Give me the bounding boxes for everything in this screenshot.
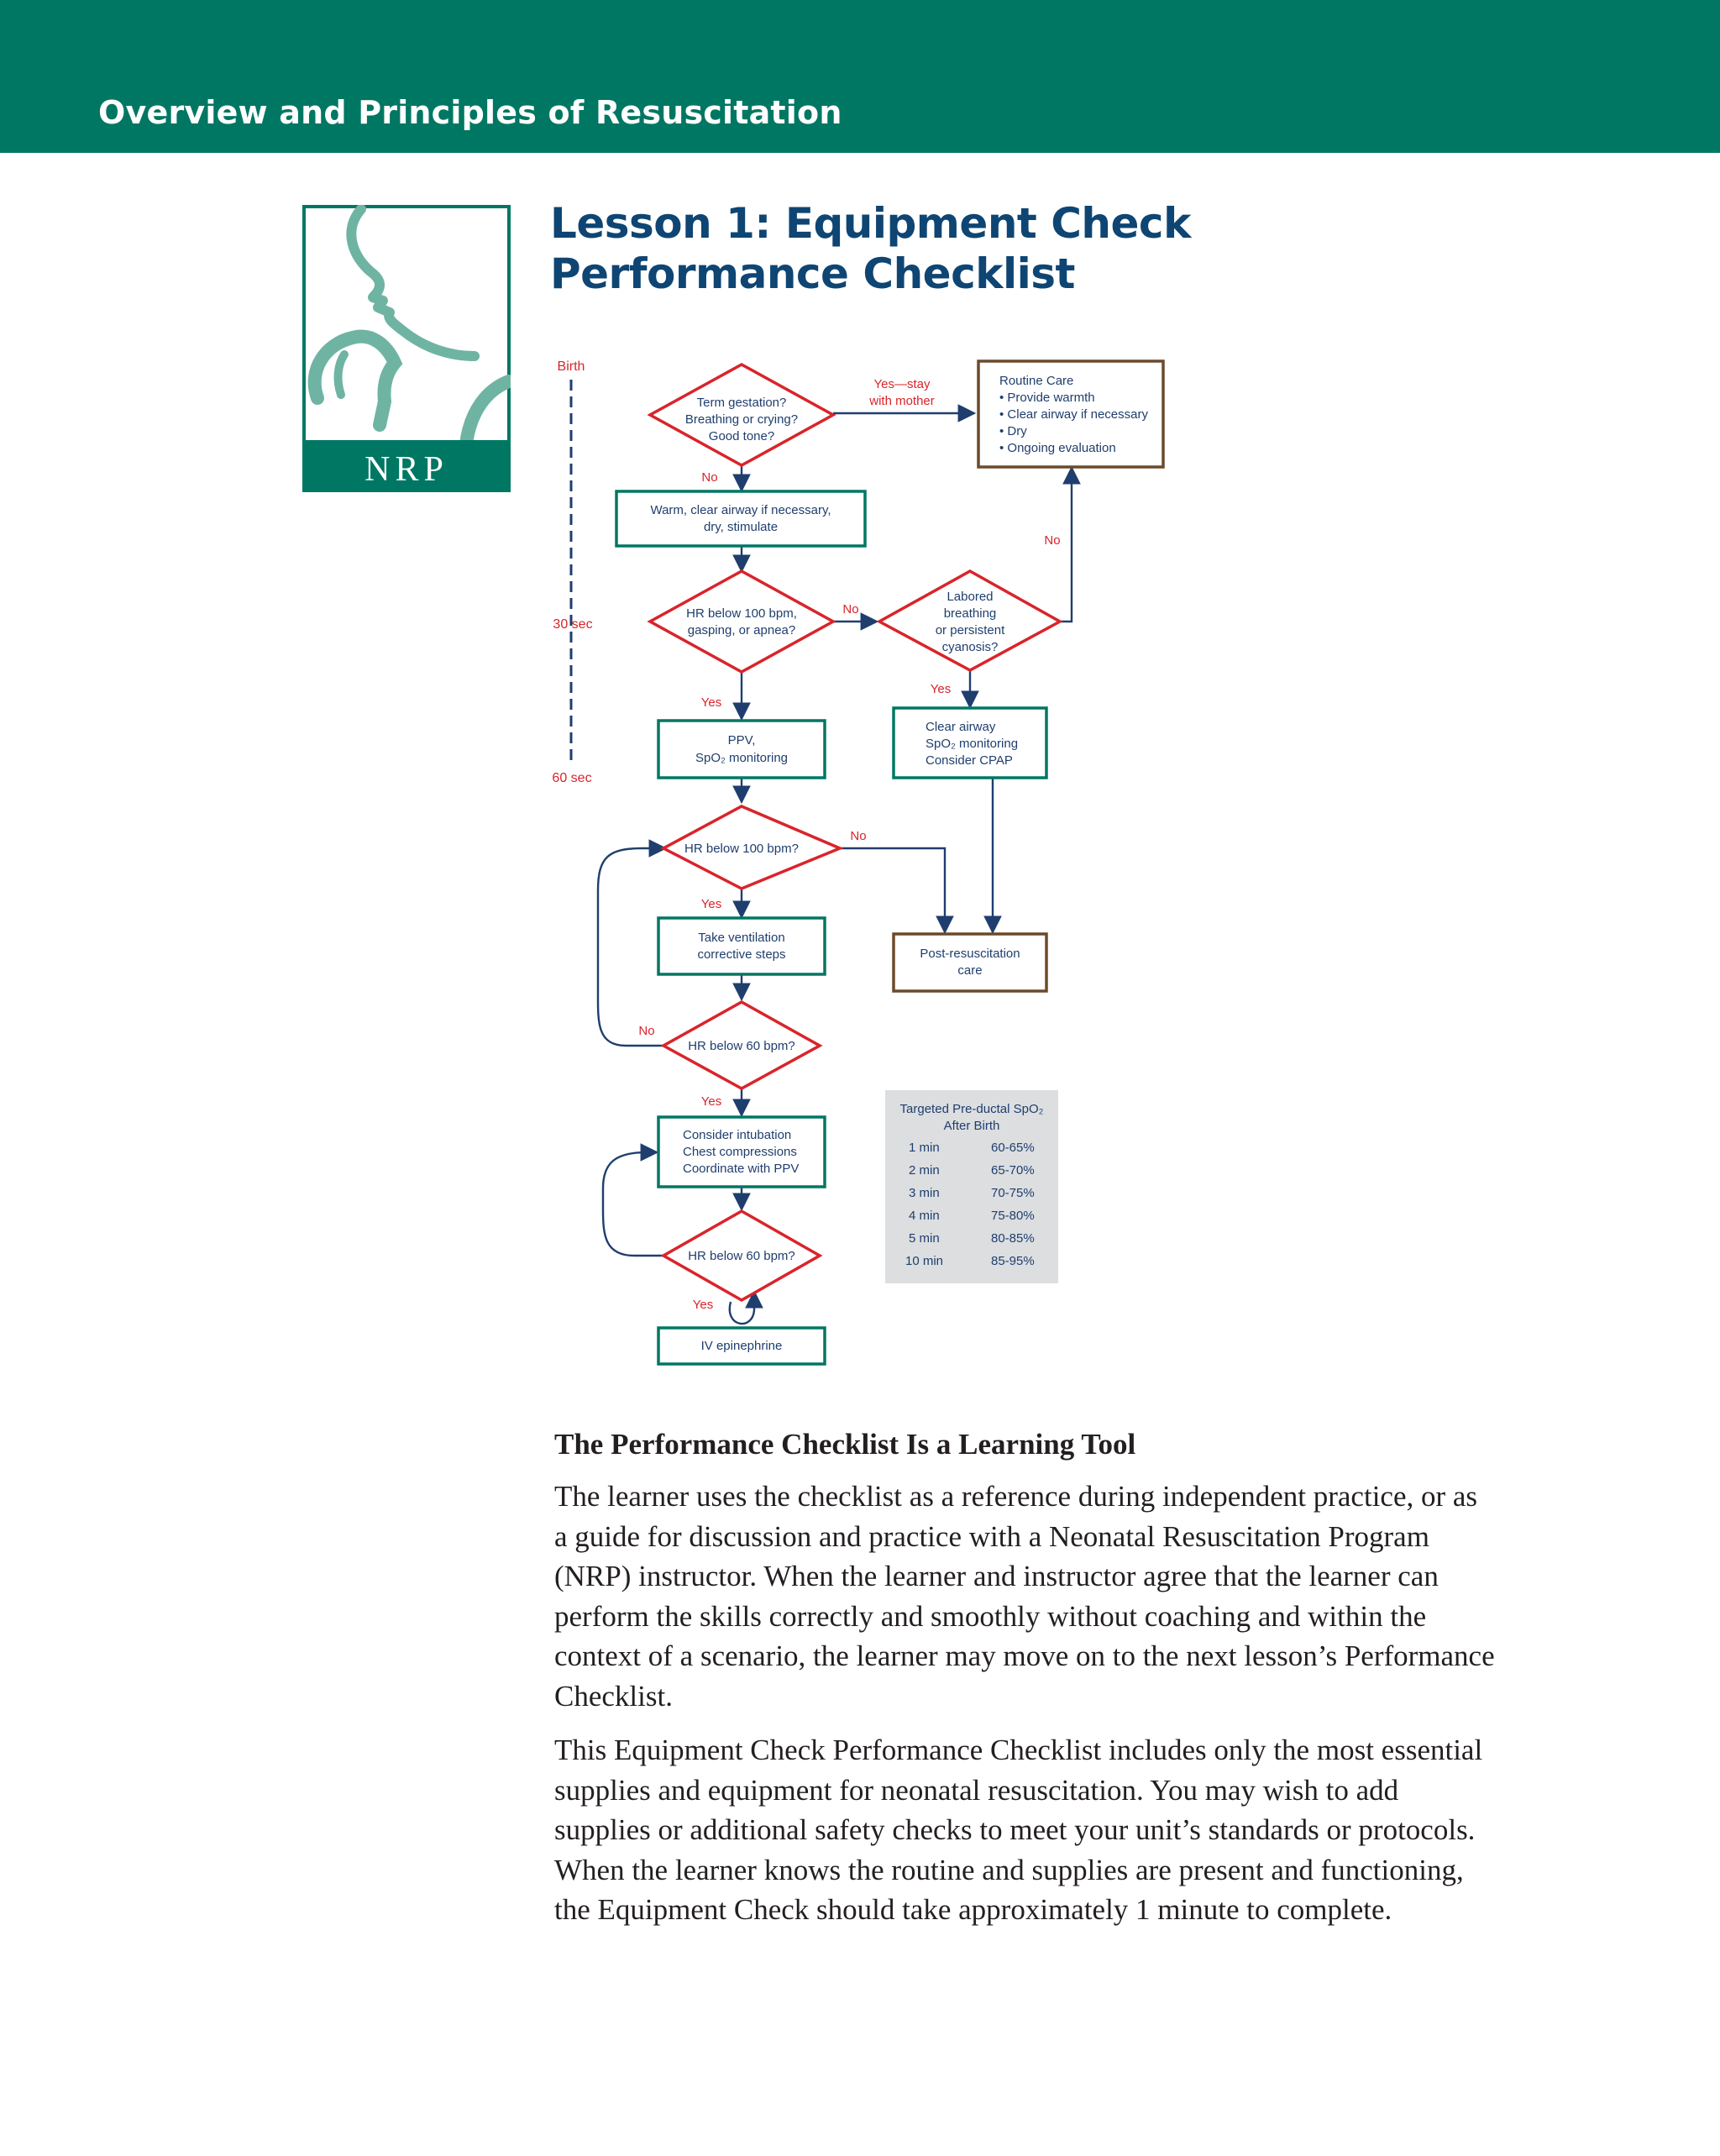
nrp-logo: NRP: [302, 205, 511, 492]
routine-item-1: • Provide warmth: [999, 391, 1095, 405]
decision-labored-breathing: [879, 571, 1060, 670]
logo-text: NRP: [364, 450, 448, 489]
intub-line1: Consider intubation: [683, 1128, 791, 1142]
decision-hr-below-100-gasping: [650, 571, 833, 672]
d3-line1: Labored: [947, 590, 993, 604]
intub-line3: Coordinate with PPV: [683, 1162, 799, 1176]
label-yes-2: Yes: [701, 695, 721, 710]
d3-line4: cyanosis?: [942, 640, 999, 654]
learning-tool-section: The Performance Checklist Is a Learning …: [554, 1428, 1495, 1944]
timeline-60sec: 60 sec: [552, 771, 591, 785]
spo2-value-1: 60-65%: [991, 1141, 1035, 1155]
label-yes-6: Yes: [693, 1298, 713, 1312]
b1-line1: Warm, clear airway if necessary,: [650, 503, 831, 517]
d3-line3: or persistent: [936, 623, 1005, 637]
d3-line2: breathing: [944, 606, 997, 621]
arrow-d4-post: [840, 848, 945, 932]
ppv-line1: PPV,: [728, 733, 756, 748]
page-header-band: Overview and Principles of Resuscitation: [0, 0, 1720, 153]
timeline-birth: Birth: [558, 359, 585, 374]
routine-item-4: • Ongoing evaluation: [999, 441, 1116, 455]
label-no-2: No: [842, 602, 858, 616]
box-warm-clear-airway: [616, 491, 865, 546]
d6-text: HR below 60 bpm?: [688, 1249, 795, 1263]
spo2-time-6: 10 min: [905, 1254, 943, 1268]
box-post-resuscitation: [894, 934, 1046, 991]
spo2-title-1: Targeted Pre-ductal SpO₂: [900, 1102, 1044, 1116]
post-line1: Post-resuscitation: [920, 947, 1020, 961]
d2-line1: HR below 100 bpm,: [686, 606, 797, 621]
vent-line1: Take ventilation: [698, 931, 784, 945]
routine-title: Routine Care: [999, 374, 1073, 388]
spo2-value-6: 85-95%: [991, 1254, 1035, 1268]
routine-item-2: • Clear airway if necessary: [999, 407, 1148, 422]
spo2-time-1: 1 min: [909, 1141, 940, 1155]
box-ppv: [658, 721, 825, 778]
d1-line2: Breathing or crying?: [685, 412, 798, 427]
arrow-d3-routine: [1060, 468, 1072, 622]
label-no-1: No: [701, 470, 717, 485]
nrp-flowchart: Birth 30 sec 60 sec: [538, 344, 1176, 1377]
spo2-value-4: 75-80%: [991, 1209, 1035, 1223]
spo2-value-5: 80-85%: [991, 1231, 1035, 1246]
label-yes-stay-2: with mother: [868, 394, 935, 408]
spo2-title-2: After Birth: [944, 1119, 1000, 1133]
spo2-time-3: 3 min: [909, 1186, 940, 1200]
spo2-time-5: 5 min: [909, 1231, 940, 1246]
ppv-line2: SpO₂ monitoring: [695, 751, 788, 765]
spo2-time-2: 2 min: [909, 1163, 940, 1178]
label-no-5: No: [638, 1024, 654, 1038]
header-title: Overview and Principles of Resuscitation: [98, 94, 842, 131]
label-yes-4: Yes: [701, 897, 721, 911]
label-yes-3: Yes: [931, 682, 951, 696]
clear-line2: SpO₂ monitoring: [926, 737, 1018, 751]
section-paragraph-2: This Equipment Check Performance Checkli…: [554, 1730, 1495, 1930]
spo2-value-2: 65-70%: [991, 1163, 1035, 1178]
d2-line2: gasping, or apnea?: [688, 623, 795, 637]
section-heading: The Performance Checklist Is a Learning …: [554, 1428, 1495, 1461]
label-no-routine: No: [1044, 533, 1060, 548]
loop-d5-d4: [598, 848, 665, 1046]
d4-text: HR below 100 bpm?: [684, 842, 799, 856]
label-no-4: No: [850, 829, 866, 843]
clear-line3: Consider CPAP: [926, 753, 1013, 768]
label-yes-stay-1: Yes—stay: [874, 377, 931, 391]
loop-d6-intub: [603, 1152, 663, 1256]
box-ventilation-corrective: [658, 918, 825, 974]
d5-text: HR below 60 bpm?: [688, 1039, 795, 1053]
lesson-title-line1: Lesson 1: Equipment Check: [550, 198, 1191, 249]
lesson-title-line2: Performance Checklist: [550, 249, 1191, 299]
section-paragraph-1: The learner uses the checklist as a refe…: [554, 1477, 1495, 1716]
d1-line3: Good tone?: [709, 429, 774, 443]
routine-item-3: • Dry: [999, 424, 1027, 438]
timeline-30sec: 30 sec: [553, 617, 592, 632]
post-line2: care: [957, 963, 982, 978]
d1-line1: Term gestation?: [697, 396, 787, 410]
spo2-time-4: 4 min: [909, 1209, 940, 1223]
b1-line2: dry, stimulate: [704, 520, 778, 534]
lesson-title: Lesson 1: Equipment Check Performance Ch…: [550, 198, 1191, 299]
spo2-value-3: 70-75%: [991, 1186, 1035, 1200]
epi-text: IV epinephrine: [701, 1339, 783, 1353]
intub-line2: Chest compressions: [683, 1145, 797, 1159]
label-yes-5: Yes: [701, 1094, 721, 1109]
vent-line2: corrective steps: [697, 947, 785, 962]
clear-line1: Clear airway: [926, 720, 996, 734]
